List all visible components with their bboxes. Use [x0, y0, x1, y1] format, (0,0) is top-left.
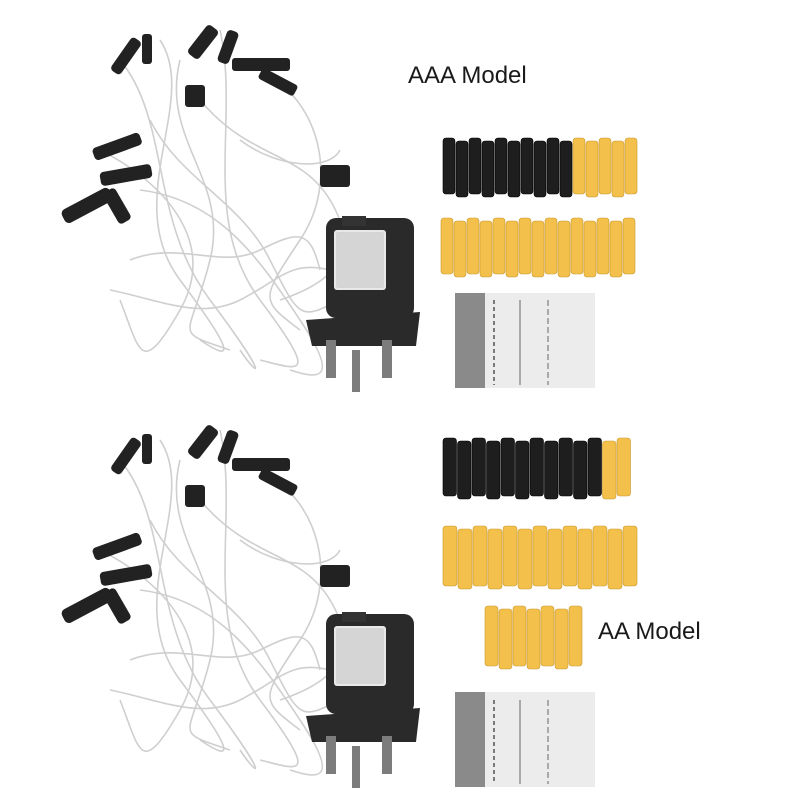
dummy-battery-black: [468, 137, 482, 195]
dummy-battery-black: [546, 137, 560, 195]
dummy-battery-yellow: [544, 217, 558, 275]
dummy-battery-yellow: [577, 528, 593, 590]
dummy-battery-black: [520, 137, 534, 195]
dummy-battery-yellow: [502, 525, 518, 587]
dummy-battery-yellow: [570, 217, 584, 275]
dummy-battery-yellow: [457, 528, 473, 590]
dummy-battery-yellow: [616, 437, 631, 497]
dummy-battery-yellow: [547, 528, 563, 590]
dummy-battery-yellow: [622, 525, 638, 587]
dummy-battery-yellow: [585, 140, 599, 198]
dummy-battery-yellow: [532, 525, 548, 587]
dummy-battery-yellow: [540, 605, 555, 667]
dummy-battery-yellow: [442, 525, 458, 587]
dummy-battery-yellow: [592, 525, 608, 587]
model-label: AAA Model: [408, 62, 527, 89]
product-photo-aa: [61, 425, 638, 788]
battery-holder-icon: [61, 425, 350, 624]
dummy-battery-yellow: [568, 605, 583, 667]
dummy-battery-yellow: [479, 220, 493, 278]
power-adapter-icon: [306, 216, 420, 392]
dummy-battery-yellow: [602, 440, 617, 500]
dummy-battery-yellow: [554, 608, 569, 670]
dummy-battery-yellow: [572, 137, 586, 195]
dummy-battery-yellow: [484, 605, 499, 667]
dummy-battery-yellow: [453, 220, 467, 278]
dummy-battery-black: [457, 440, 472, 500]
dummy-battery-black: [442, 137, 456, 195]
dummy-battery-yellow: [526, 608, 541, 670]
dummy-battery-black: [481, 140, 495, 198]
dummy-battery-yellow: [583, 220, 597, 278]
dummy-battery-black: [500, 437, 515, 497]
dummy-battery-black: [515, 440, 530, 500]
dummy-battery-yellow: [622, 217, 636, 275]
dummy-battery-yellow: [492, 217, 506, 275]
dummy-battery-black: [559, 140, 573, 198]
model-label: AA Model: [598, 618, 701, 645]
string-light-wires: [99, 29, 345, 376]
product-panel-aa: AA Model: [0, 400, 800, 800]
dummy-battery-black: [507, 140, 521, 198]
dummy-battery-yellow: [611, 140, 625, 198]
dummy-battery-black: [494, 137, 508, 195]
dummy-battery-yellow: [607, 528, 623, 590]
dummy-battery-yellow: [472, 525, 488, 587]
dummy-battery-black: [486, 440, 501, 500]
dummy-battery-icon: [440, 137, 638, 278]
string-light-wires: [99, 429, 345, 776]
instruction-sheet-icon: [455, 293, 595, 388]
product-photo-aaa: [61, 25, 638, 392]
dummy-battery-yellow: [512, 605, 527, 667]
battery-holder-icon: [61, 25, 350, 224]
dummy-battery-yellow: [531, 220, 545, 278]
dummy-battery-yellow: [562, 525, 578, 587]
dummy-battery-black: [471, 437, 486, 497]
dummy-battery-black: [544, 440, 559, 500]
dummy-battery-black: [529, 437, 544, 497]
dummy-battery-black: [558, 437, 573, 497]
dummy-battery-yellow: [518, 217, 532, 275]
dummy-battery-yellow: [498, 608, 513, 670]
dummy-battery-black: [587, 437, 602, 497]
dummy-battery-yellow: [596, 217, 610, 275]
dummy-battery-black: [442, 437, 457, 497]
dummy-battery-yellow: [440, 217, 454, 275]
dummy-battery-yellow: [517, 528, 533, 590]
dummy-battery-black: [533, 140, 547, 198]
dummy-battery-yellow: [624, 137, 638, 195]
dummy-battery-yellow: [466, 217, 480, 275]
dummy-battery-black: [455, 140, 469, 198]
product-panel-aaa: AAA Model: [61, 25, 638, 392]
dummy-battery-yellow: [609, 220, 623, 278]
dummy-battery-yellow: [557, 220, 571, 278]
dummy-battery-yellow: [505, 220, 519, 278]
dummy-battery-icon: [442, 437, 638, 670]
dummy-battery-black: [573, 440, 588, 500]
dummy-battery-yellow: [598, 137, 612, 195]
power-adapter-icon: [306, 612, 420, 788]
dummy-battery-yellow: [487, 528, 503, 590]
instruction-sheet-icon: [455, 692, 595, 787]
